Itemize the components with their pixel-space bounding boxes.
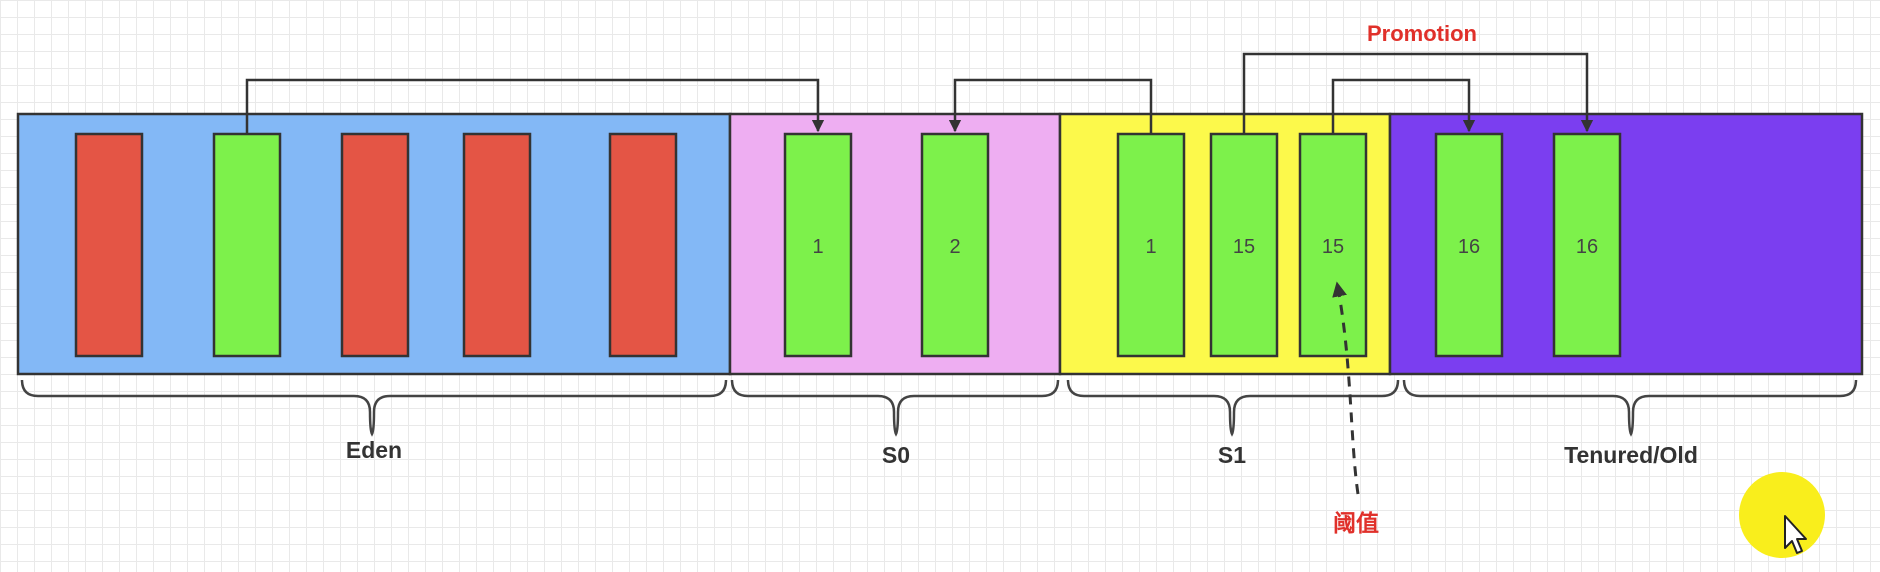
eden-object-4 (462, 132, 532, 358)
arrow-promotion-outer (1242, 52, 1594, 134)
region-braces (20, 379, 1858, 437)
eden-object-1 (74, 132, 144, 358)
arrow-promotion-inner (1331, 78, 1476, 134)
eden-object-5 (608, 132, 678, 358)
cursor-highlight (1739, 472, 1825, 558)
s0-object-1 (783, 132, 853, 358)
heap-objects (74, 132, 1622, 358)
mouse-pointer-icon (1784, 515, 1807, 554)
s1-object-2 (1209, 132, 1279, 358)
eden-object-2 (212, 132, 282, 358)
copy-arrows (245, 52, 1594, 134)
s1-label: S1 (1218, 442, 1246, 468)
s1-object-2-age: 15 (1233, 236, 1255, 258)
s0-object-2-age: 2 (949, 236, 960, 258)
tenured-object-2-age: 16 (1576, 236, 1598, 258)
region-labels: Eden S0 S1 Tenured/Old (346, 437, 1698, 468)
s1-brace (1066, 379, 1400, 437)
s0-object-1-age: 1 (812, 236, 823, 258)
arrow-eden-to-s0 (245, 78, 825, 134)
s1-object-1-age: 1 (1145, 236, 1156, 258)
tenured-object-2 (1552, 132, 1622, 358)
s1-object-3-age: 15 (1322, 236, 1344, 258)
threshold-arrow (1332, 281, 1360, 495)
s0-region (728, 112, 1062, 376)
eden-brace (20, 379, 728, 437)
tenured-label: Tenured/Old (1564, 442, 1698, 468)
s1-object-1 (1116, 132, 1186, 358)
s0-label: S0 (882, 442, 910, 468)
object-age-labels: 1 2 1 15 15 16 16 (812, 236, 1598, 258)
tenured-object-1-age: 16 (1458, 236, 1480, 258)
promotion-label: Promotion (1367, 21, 1477, 46)
eden-object-3 (340, 132, 410, 358)
s0-object-2 (920, 132, 990, 358)
eden-label: Eden (346, 437, 402, 463)
tenured-object-1 (1434, 132, 1504, 358)
arrow-s1-to-s0 (948, 78, 1153, 134)
threshold-label: 阈值 (1333, 510, 1379, 537)
tenured-brace (1402, 379, 1858, 437)
s0-brace (730, 379, 1060, 437)
